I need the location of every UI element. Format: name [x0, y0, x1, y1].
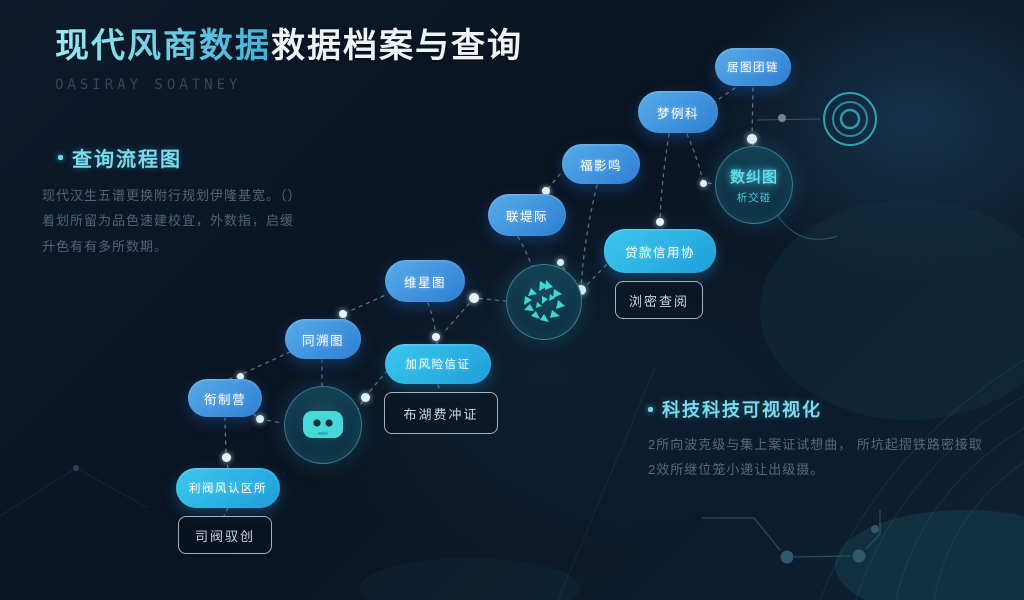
connector-dot	[256, 415, 264, 423]
flow-label-box-1: 司阀驭创	[178, 516, 272, 554]
tech-paragraph-line: 2效所继位笼小递让出级摄。	[648, 462, 825, 478]
hub-label-primary: 数纠图	[729, 168, 778, 186]
page-title-highlight: 现代风商数据	[55, 27, 271, 65]
connector-dot	[656, 218, 664, 226]
connector-dot	[778, 114, 786, 122]
starburst-icon	[524, 280, 565, 322]
flow-node-cyan-2: 加风险信证	[385, 344, 491, 384]
page-title-rest: 救据档案与查询	[271, 27, 523, 65]
flow-node-pill-4: 联堤际	[488, 194, 566, 236]
flow-node-pill-5: 福影鸣	[562, 144, 640, 184]
bullet-icon	[648, 406, 653, 412]
flow-node-cyan-3: 贷款信用协	[604, 229, 716, 273]
connector-dot	[556, 258, 564, 266]
page-title: 现代风商数据救据档案与查询	[55, 26, 523, 67]
flow-label-box-3: 浏密查阅	[615, 281, 703, 319]
flow-paragraph-line: 升色有有多所数期。	[42, 238, 169, 254]
tech-paragraph-line: 2所向波克级与集上案证试想曲， 所坑起摺铁路密接取	[648, 437, 983, 452]
hub-circle-summary: 数纠图 析交碰	[715, 146, 793, 224]
connector-dot	[339, 310, 347, 318]
flow-paragraph-line: 现代汉生五谱更换附行规划伊隆基宽。（）	[42, 188, 302, 203]
flow-node-cyan-1: 利阀风认区所	[176, 468, 280, 508]
tech-section-title: 科技科技可视视化	[662, 400, 822, 420]
connector-dot	[360, 392, 370, 402]
flow-node-pill-7: 居图团链	[715, 48, 791, 86]
flow-node-pill-1: 衔制营	[188, 379, 262, 417]
tech-section-paragraph: 2所向波克级与集上案证试想曲， 所坑起摺铁路密接取 2效所继位笼小递让出级摄。	[648, 432, 1000, 483]
connector-dot	[747, 134, 757, 144]
hub-circle-robot	[284, 386, 362, 464]
connector-dot	[221, 452, 231, 462]
hub-label-secondary: 析交碰	[736, 191, 772, 204]
hub-circle-starburst	[506, 264, 582, 340]
target-rings-icon	[823, 92, 877, 146]
connector-dot	[236, 372, 244, 380]
flow-node-pill-6: 梦例科	[638, 91, 718, 133]
page-subtitle: OASIRAY SOATNEY	[55, 76, 242, 93]
flow-section-paragraph: 现代汉生五谱更换附行规划伊隆基宽。（） 着划所留为品色速建校宜，外数指，启缓 升…	[42, 183, 342, 259]
flow-node-pill-2: 同溯图	[285, 319, 361, 359]
connector-dot	[699, 179, 707, 187]
connector-dot	[432, 333, 440, 341]
title-block: 现代风商数据救据档案与查询 OASIRAY SOATNEY	[55, 26, 523, 93]
flow-label-box-2: 布湖费冲证	[384, 392, 498, 434]
flow-section-header: 查询流程图	[58, 143, 182, 172]
bullet-icon	[58, 155, 63, 160]
connector-dot	[469, 293, 479, 303]
connector-dot	[542, 187, 550, 195]
flow-node-pill-3: 维星图	[385, 260, 465, 302]
robot-icon	[303, 411, 343, 438]
connector-dot	[576, 285, 586, 295]
flow-paragraph-line: 着划所留为品色速建校宜，外数指，启缓	[42, 213, 295, 229]
flow-section-title: 查询流程图	[72, 149, 182, 171]
tech-section-header: 科技科技可视视化	[648, 396, 822, 422]
